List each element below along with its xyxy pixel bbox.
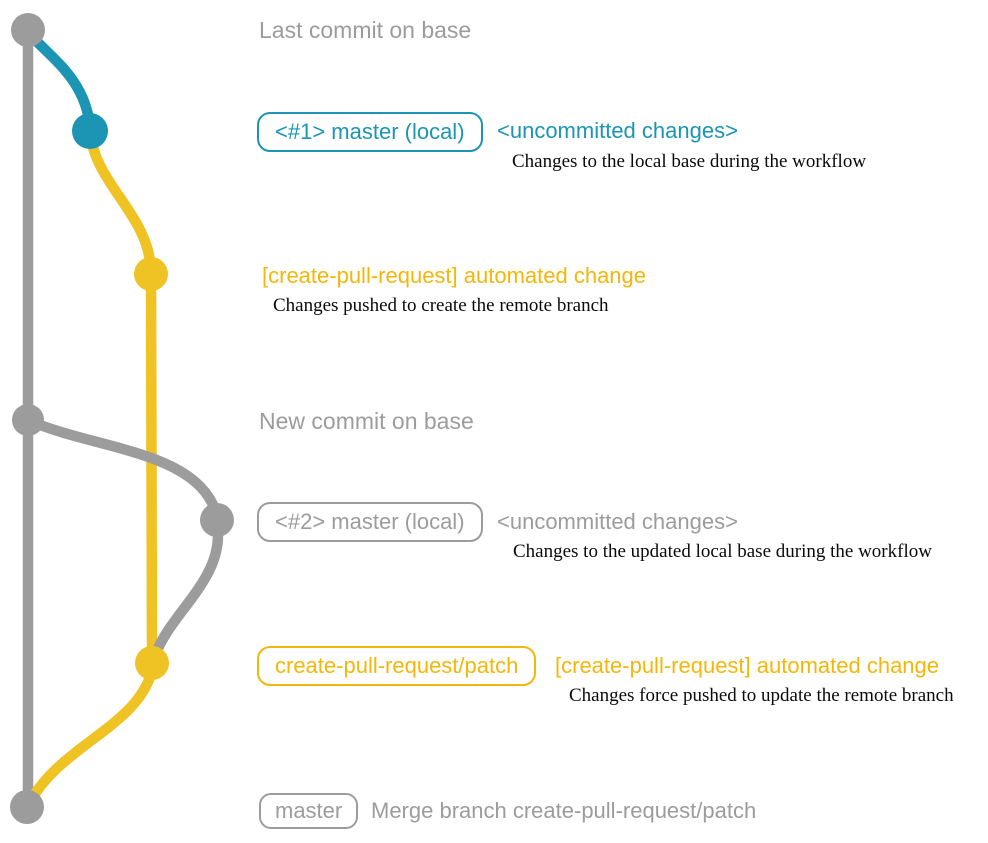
uncommitted-changes-1-caption: Changes to the local base during the wor… bbox=[512, 151, 867, 172]
branch-badge-master-local-2: <#2> master (local) bbox=[257, 502, 483, 542]
rebase-edge bbox=[22, 414, 223, 522]
commit-dot-automated-change-1 bbox=[134, 257, 168, 291]
automated-change-2-caption: Changes force pushed to update the remot… bbox=[569, 685, 954, 706]
commit-dot-new-commit-on-base bbox=[12, 404, 44, 436]
branch-badge-patch: create-pull-request/patch bbox=[257, 646, 537, 686]
uncommitted-1-edge bbox=[22, 26, 96, 134]
uncommitted-changes-2-caption: Changes to the updated local base during… bbox=[513, 541, 932, 562]
automated-change-1-caption: Changes pushed to create the remote bran… bbox=[273, 295, 609, 316]
automated-change-2-heading: [create-pull-request] automated change bbox=[555, 653, 940, 678]
uncommitted-2-edge bbox=[149, 518, 224, 662]
patch-branch-line bbox=[145, 268, 158, 668]
commit-dot-uncommitted-2 bbox=[200, 503, 234, 537]
automated-change-1-heading: [create-pull-request] automated change bbox=[262, 263, 647, 288]
commit-dot-automated-change-2 bbox=[135, 646, 169, 680]
branch-badge-master: master bbox=[259, 793, 359, 829]
merge-edge bbox=[23, 660, 159, 810]
merge-label: Merge branch create-pull-request/patch bbox=[371, 798, 757, 823]
last-commit-label: Last commit on base bbox=[259, 17, 472, 43]
commit-dot-uncommitted-1 bbox=[72, 113, 108, 149]
git-graph bbox=[10, 13, 234, 824]
commit-dot-merge bbox=[10, 790, 44, 824]
branch-badge-master-local-1: <#1> master (local) bbox=[257, 112, 483, 152]
commit-dot-last-commit-on-base bbox=[11, 13, 45, 47]
patch-branch-edge-upper bbox=[84, 126, 157, 278]
new-commit-label: New commit on base bbox=[259, 408, 474, 434]
uncommitted-changes-2-heading: <uncommitted changes> bbox=[497, 509, 738, 534]
uncommitted-changes-1-heading: <uncommitted changes> bbox=[497, 118, 738, 143]
